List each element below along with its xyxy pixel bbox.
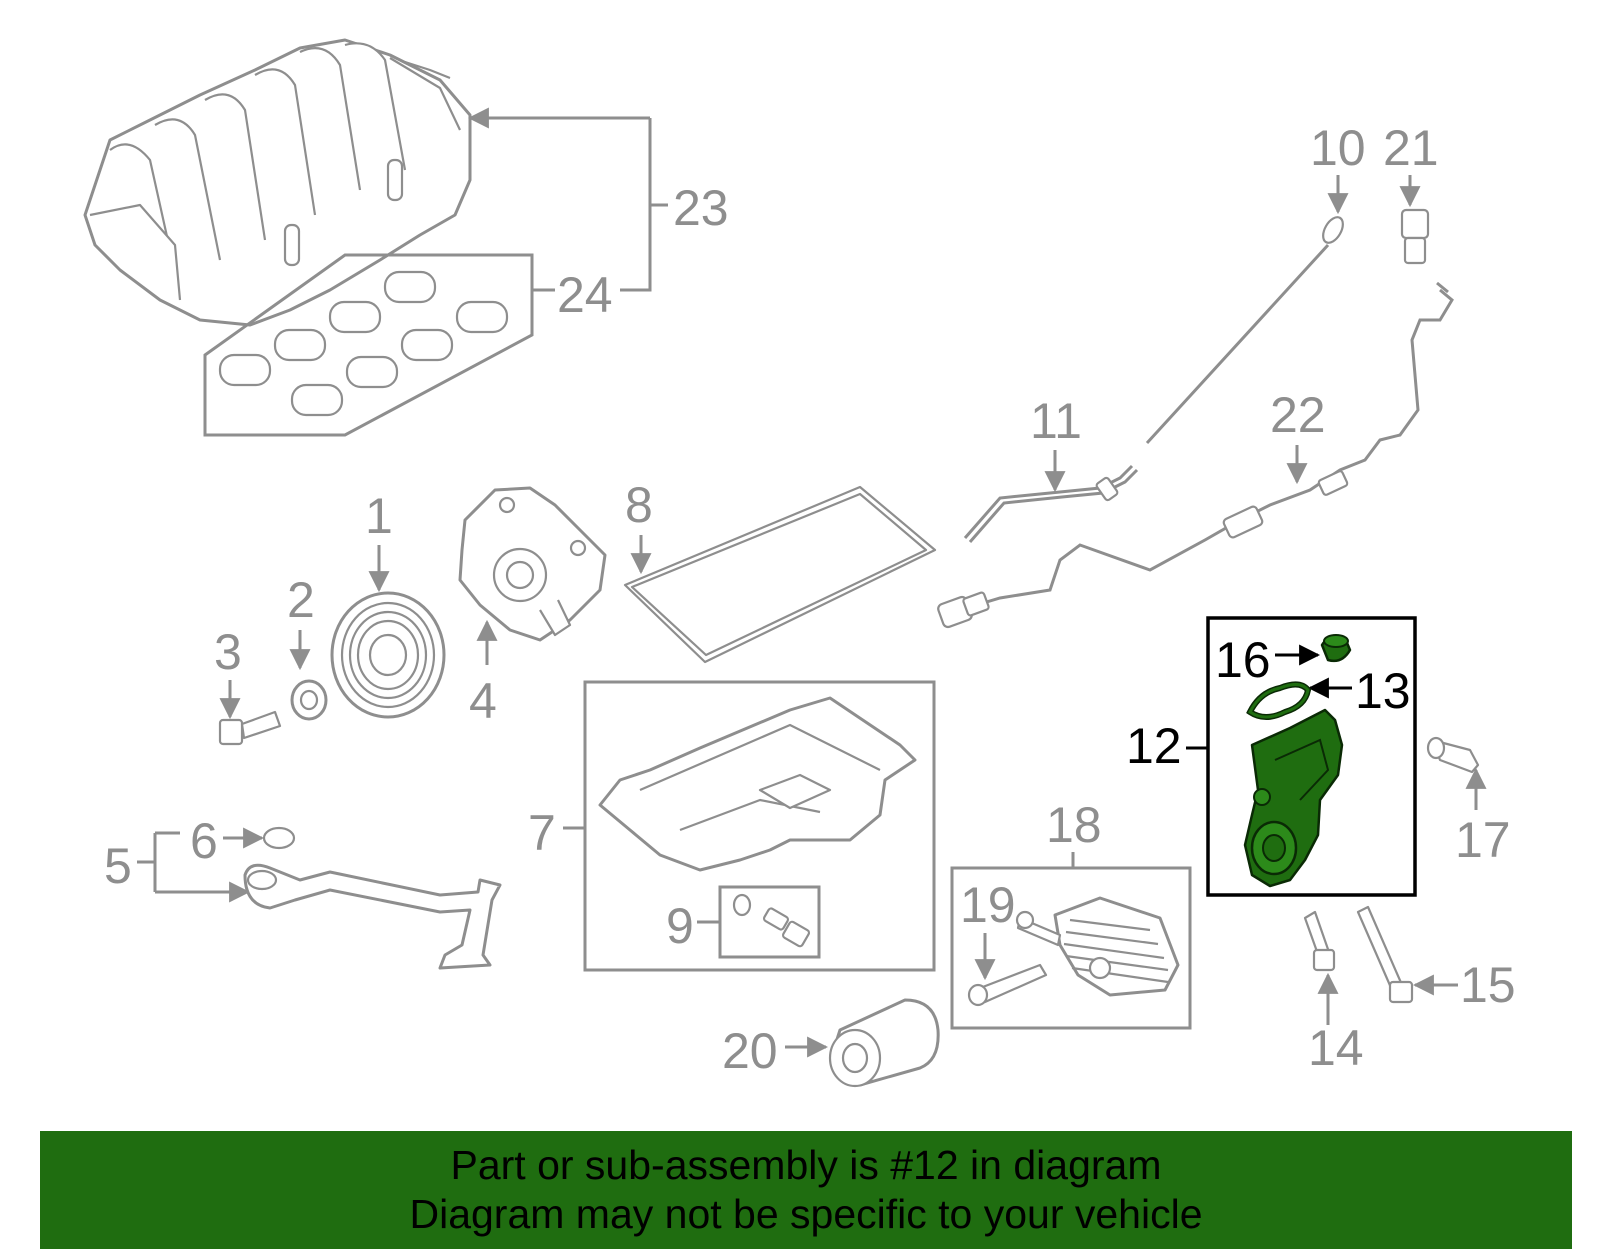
dipstick-tube[interactable] (963, 464, 1139, 543)
callout-6[interactable]: 6 (190, 813, 218, 869)
callout-15[interactable]: 15 (1460, 957, 1516, 1013)
timing-cover-gasket[interactable] (1246, 681, 1312, 720)
position-sensor[interactable] (1426, 736, 1480, 774)
callout-22[interactable]: 22 (1270, 387, 1326, 443)
callout-3[interactable]: 3 (214, 624, 242, 680)
banner-line-2: Diagram may not be specific to your vehi… (409, 1191, 1203, 1237)
callout-2[interactable]: 2 (287, 572, 315, 628)
bracket-23-24 (620, 118, 652, 292)
oil-pan-gasket[interactable] (623, 485, 937, 664)
oil-pump[interactable] (458, 486, 607, 642)
callout-18[interactable]: 18 (1046, 797, 1102, 853)
banner-line-1: Part or sub-assembly is #12 in diagram (450, 1142, 1162, 1188)
callout-4[interactable]: 4 (469, 673, 497, 729)
oil-pan[interactable] (598, 696, 917, 872)
intake-manifold[interactable] (83, 38, 472, 327)
callout-11[interactable]: 11 (1030, 393, 1082, 449)
timing-cover-bolt-short[interactable] (1303, 910, 1336, 972)
callout-21[interactable]: 21 (1383, 120, 1439, 176)
intake-gasket-set[interactable] (203, 253, 534, 437)
timing-cover-bolt-long[interactable] (1356, 905, 1414, 1004)
callout-24[interactable]: 24 (557, 267, 613, 323)
callout-8[interactable]: 8 (625, 477, 653, 533)
crankshaft-bolt[interactable] (218, 710, 282, 746)
oil-dipstick[interactable] (1145, 214, 1347, 445)
oil-cooler[interactable] (1015, 896, 1180, 997)
crankshaft-pulley[interactable] (330, 591, 446, 719)
callout-12[interactable]: 12 (1126, 718, 1182, 774)
callout-20[interactable]: 20 (722, 1023, 778, 1079)
callout-17[interactable]: 17 (1455, 812, 1511, 868)
oil-filter[interactable] (828, 998, 940, 1088)
oil-pan-box (583, 680, 936, 972)
info-banner: Part or sub-assembly is #12 in diagram D… (40, 1131, 1572, 1249)
callout-7[interactable]: 7 (528, 805, 556, 861)
oil-cooler-box (950, 866, 1192, 1030)
callout-23[interactable]: 23 (673, 180, 729, 236)
callout-16[interactable]: 16 (1215, 632, 1271, 688)
callout-13[interactable]: 13 (1355, 663, 1411, 719)
timing-cover-highlighted[interactable] (1243, 708, 1344, 888)
callout-14[interactable]: 14 (1308, 1020, 1364, 1076)
callout-5[interactable]: 5 (104, 838, 132, 894)
callout-1[interactable]: 1 (365, 488, 393, 544)
wiring-harness[interactable] (937, 281, 1454, 629)
timing-cover-box (1206, 616, 1417, 897)
crankshaft-washer[interactable] (290, 679, 328, 721)
oil-pressure-sensor[interactable] (1400, 208, 1430, 265)
callout-9[interactable]: 9 (666, 898, 694, 954)
oil-pickup-o-ring[interactable] (262, 826, 296, 850)
oil-pickup-tube[interactable] (243, 863, 502, 970)
drain-plug-with-gasket[interactable] (732, 893, 811, 948)
callout-10[interactable]: 10 (1310, 120, 1366, 176)
callout-19[interactable]: 19 (960, 877, 1016, 933)
timing-cover-seal-cap[interactable] (1320, 634, 1352, 663)
oil-cooler-bolt[interactable] (967, 963, 1048, 1007)
